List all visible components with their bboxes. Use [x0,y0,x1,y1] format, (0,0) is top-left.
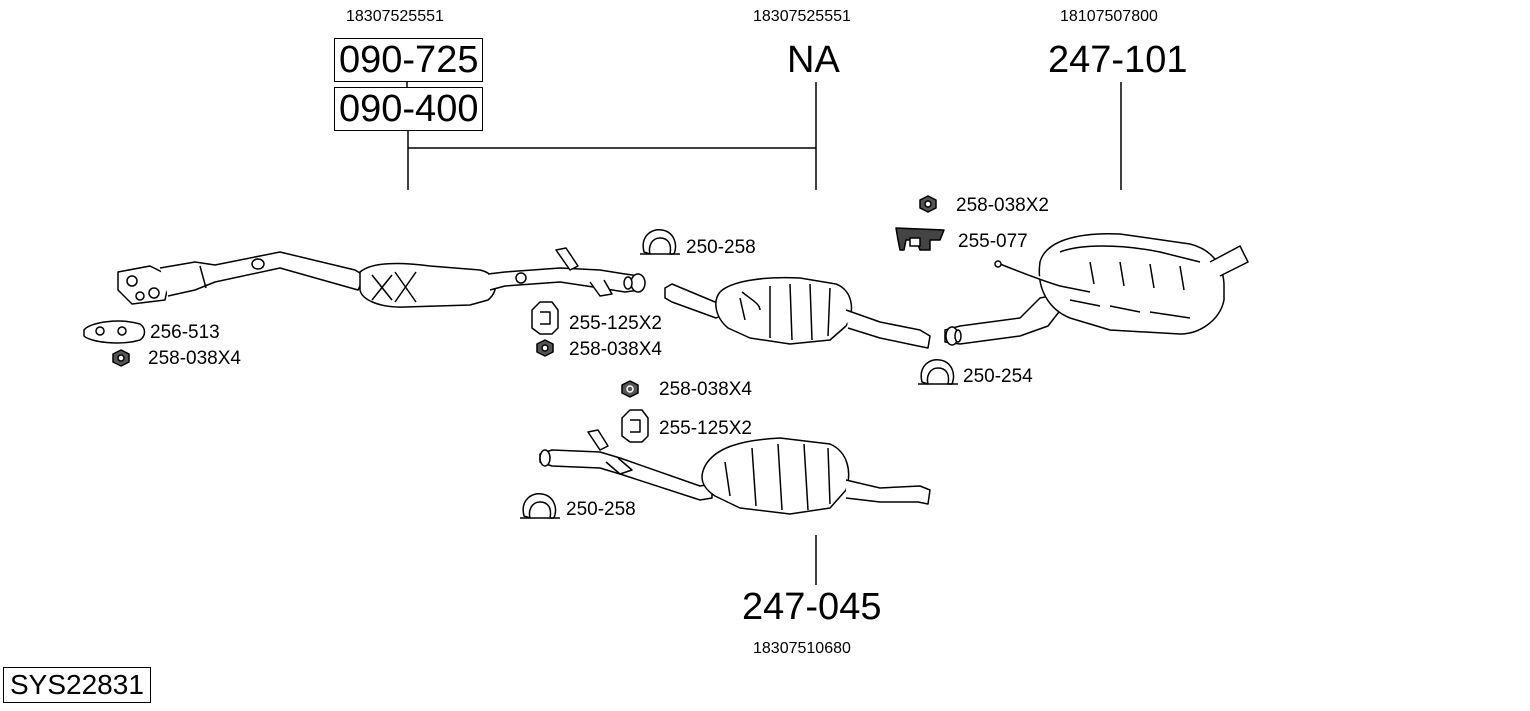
part-number-na[interactable]: NA [787,39,840,81]
system-id: SYS22831 [3,667,151,703]
rubber-hanger-icon [531,301,559,335]
pipe-clamp-icon [520,492,560,519]
part-number-247-045[interactable]: 247-045 [742,586,882,628]
nut-icon [536,339,554,357]
label-250-254[interactable]: 250-254 [963,366,1033,387]
part-number-090-400[interactable]: 090-400 [334,87,484,131]
oem-number-left: 18307525551 [346,8,444,25]
part-number-247-101[interactable]: 247-101 [1048,39,1188,81]
middle-silencer [664,276,931,349]
front-pipe-catalyst [117,247,646,308]
rubber-hanger-icon [895,227,945,251]
middle-section [539,429,931,515]
label-258-038x4-a[interactable]: 258-038X4 [148,348,241,369]
label-255-077[interactable]: 255-077 [958,231,1028,252]
rubber-hanger-icon [621,409,649,443]
gasket-icon [83,320,146,344]
oem-number-bottom: 18307510680 [753,640,851,657]
label-258-038x4-c[interactable]: 258-038X4 [659,379,752,400]
pipe-clamp-icon [640,228,680,255]
oem-number-right: 18107507800 [1060,8,1158,25]
label-255-125x2-b[interactable]: 255-125X2 [659,418,752,439]
label-256-513[interactable]: 256-513 [150,322,220,343]
label-258-038x2[interactable]: 258-038X2 [956,195,1049,216]
label-258-038x4-b[interactable]: 258-038X4 [569,339,662,360]
pipe-clamp-icon [918,358,958,385]
label-250-258-b[interactable]: 250-258 [566,499,636,520]
label-250-258-a[interactable]: 250-258 [686,237,756,258]
nut-icon [919,195,937,213]
rear-silencer [944,232,1249,346]
label-255-125x2-a[interactable]: 255-125X2 [569,313,662,334]
nut-icon [112,349,130,367]
part-number-090-725[interactable]: 090-725 [334,38,484,82]
nut-icon [621,380,639,398]
oem-number-middle: 18307525551 [753,8,851,25]
